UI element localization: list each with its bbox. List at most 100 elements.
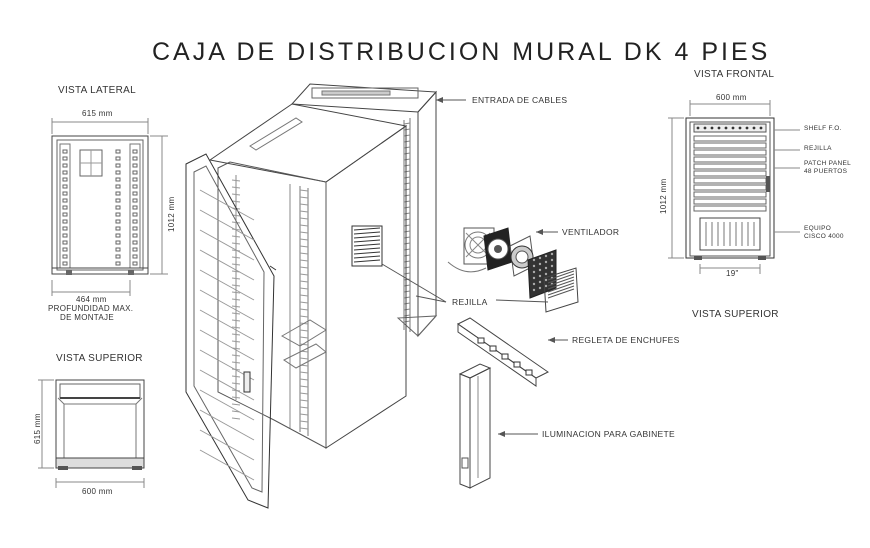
mesh-dot <box>550 258 554 262</box>
rack-slot <box>300 330 308 331</box>
label-48-puertos: 48 PUERTOS <box>804 168 848 175</box>
mesh-dot <box>544 260 548 264</box>
rack-hole <box>133 199 137 202</box>
rack-slot <box>300 253 308 254</box>
rack-hole <box>63 227 67 230</box>
vent-louver <box>354 236 380 238</box>
panel-row <box>694 164 766 169</box>
rack-slot <box>404 153 410 154</box>
rack-slot <box>404 219 410 220</box>
rack-hole <box>63 192 67 195</box>
rack-hole <box>133 255 137 258</box>
rack-slot <box>232 341 240 342</box>
grille-slat <box>548 280 574 289</box>
rack-slot <box>300 309 308 310</box>
rack-slot <box>404 285 410 286</box>
rack-slot <box>404 171 410 172</box>
shelf-port <box>745 126 749 130</box>
rack-slot <box>404 321 410 322</box>
rack-slot <box>404 267 410 268</box>
rack-slot <box>404 135 410 136</box>
mesh-dot <box>550 252 554 256</box>
rack-slot <box>300 246 308 247</box>
mesh-dot <box>544 266 548 270</box>
glass-hatch <box>200 370 254 400</box>
rack-slot <box>232 404 240 405</box>
rack-hole <box>63 255 67 258</box>
rack-slot <box>300 428 308 429</box>
glass-hatch <box>200 190 254 220</box>
shelf-port <box>759 126 763 130</box>
rack-slot <box>404 183 410 184</box>
frontal-width-dimension: 600 mm <box>716 93 747 102</box>
mesh-dot <box>532 270 536 274</box>
rack-hole <box>116 178 120 181</box>
rack-hole <box>116 220 120 223</box>
rack-slot <box>404 309 410 310</box>
grille-slat <box>548 274 574 283</box>
rack-slot <box>300 393 308 394</box>
rack-slot <box>232 418 240 419</box>
rack-slot <box>232 306 240 307</box>
lateral-depth-note-line1: PROFUNDIDAD MAX. <box>48 304 134 313</box>
rack-slot <box>300 260 308 261</box>
lateral-view-title: VISTA LATERAL <box>58 85 137 96</box>
mesh-dot <box>538 274 542 278</box>
rack-slot <box>300 379 308 380</box>
rack-slot <box>404 279 410 280</box>
glass-hatch <box>200 290 254 320</box>
rack-hole <box>63 199 67 202</box>
rack-hole <box>63 185 67 188</box>
rack-slot <box>232 313 240 314</box>
rack-slot <box>300 239 308 240</box>
mesh-dot <box>532 276 536 280</box>
rack-hole <box>63 262 67 265</box>
label-cisco-4000: CISCO 4000 <box>804 233 844 240</box>
rack-slot <box>404 297 410 298</box>
rack-slot <box>404 231 410 232</box>
rack-slot <box>404 261 410 262</box>
rack-slot <box>232 285 240 286</box>
mesh-dot <box>544 284 548 288</box>
shelf-port <box>724 126 728 130</box>
shelf-port <box>696 126 700 130</box>
rack-slot <box>300 197 308 198</box>
shelf-port <box>710 126 714 130</box>
rack-slot <box>300 274 308 275</box>
mesh-dot <box>538 268 542 272</box>
rack-slot <box>300 358 308 359</box>
grille-slat <box>548 271 574 280</box>
rack-hole <box>116 157 120 160</box>
rack-slot <box>300 302 308 303</box>
rack-hole <box>116 262 120 265</box>
glass-hatch <box>200 410 254 440</box>
rack-slot <box>232 201 240 202</box>
glass-hatch <box>200 450 254 480</box>
callout-rejilla: REJILLA <box>452 297 488 307</box>
rack-hole <box>63 241 67 244</box>
rack-slot <box>232 299 240 300</box>
rack-slot <box>232 355 240 356</box>
panel-row <box>694 199 766 204</box>
rack-hole <box>63 171 67 174</box>
rack-slot <box>404 195 410 196</box>
lateral-depth-dimension: 464 mm <box>76 295 107 304</box>
panel-row <box>694 143 766 148</box>
superior-left-view-title: VISTA SUPERIOR <box>56 353 143 364</box>
rack-slot <box>300 344 308 345</box>
rack-hole <box>116 199 120 202</box>
rack-hole <box>116 255 120 258</box>
rack-hole <box>133 234 137 237</box>
glass-hatch <box>200 230 254 260</box>
rack-hole <box>116 206 120 209</box>
rack-hole <box>133 192 137 195</box>
rack-hole <box>63 248 67 251</box>
panel-row <box>694 150 766 155</box>
rack-slot <box>232 278 240 279</box>
label-equipo: EQUIPO <box>804 225 832 232</box>
rack-hole <box>133 171 137 174</box>
mesh-dot <box>544 278 548 282</box>
panel-row <box>694 157 766 162</box>
rack-slot <box>300 267 308 268</box>
